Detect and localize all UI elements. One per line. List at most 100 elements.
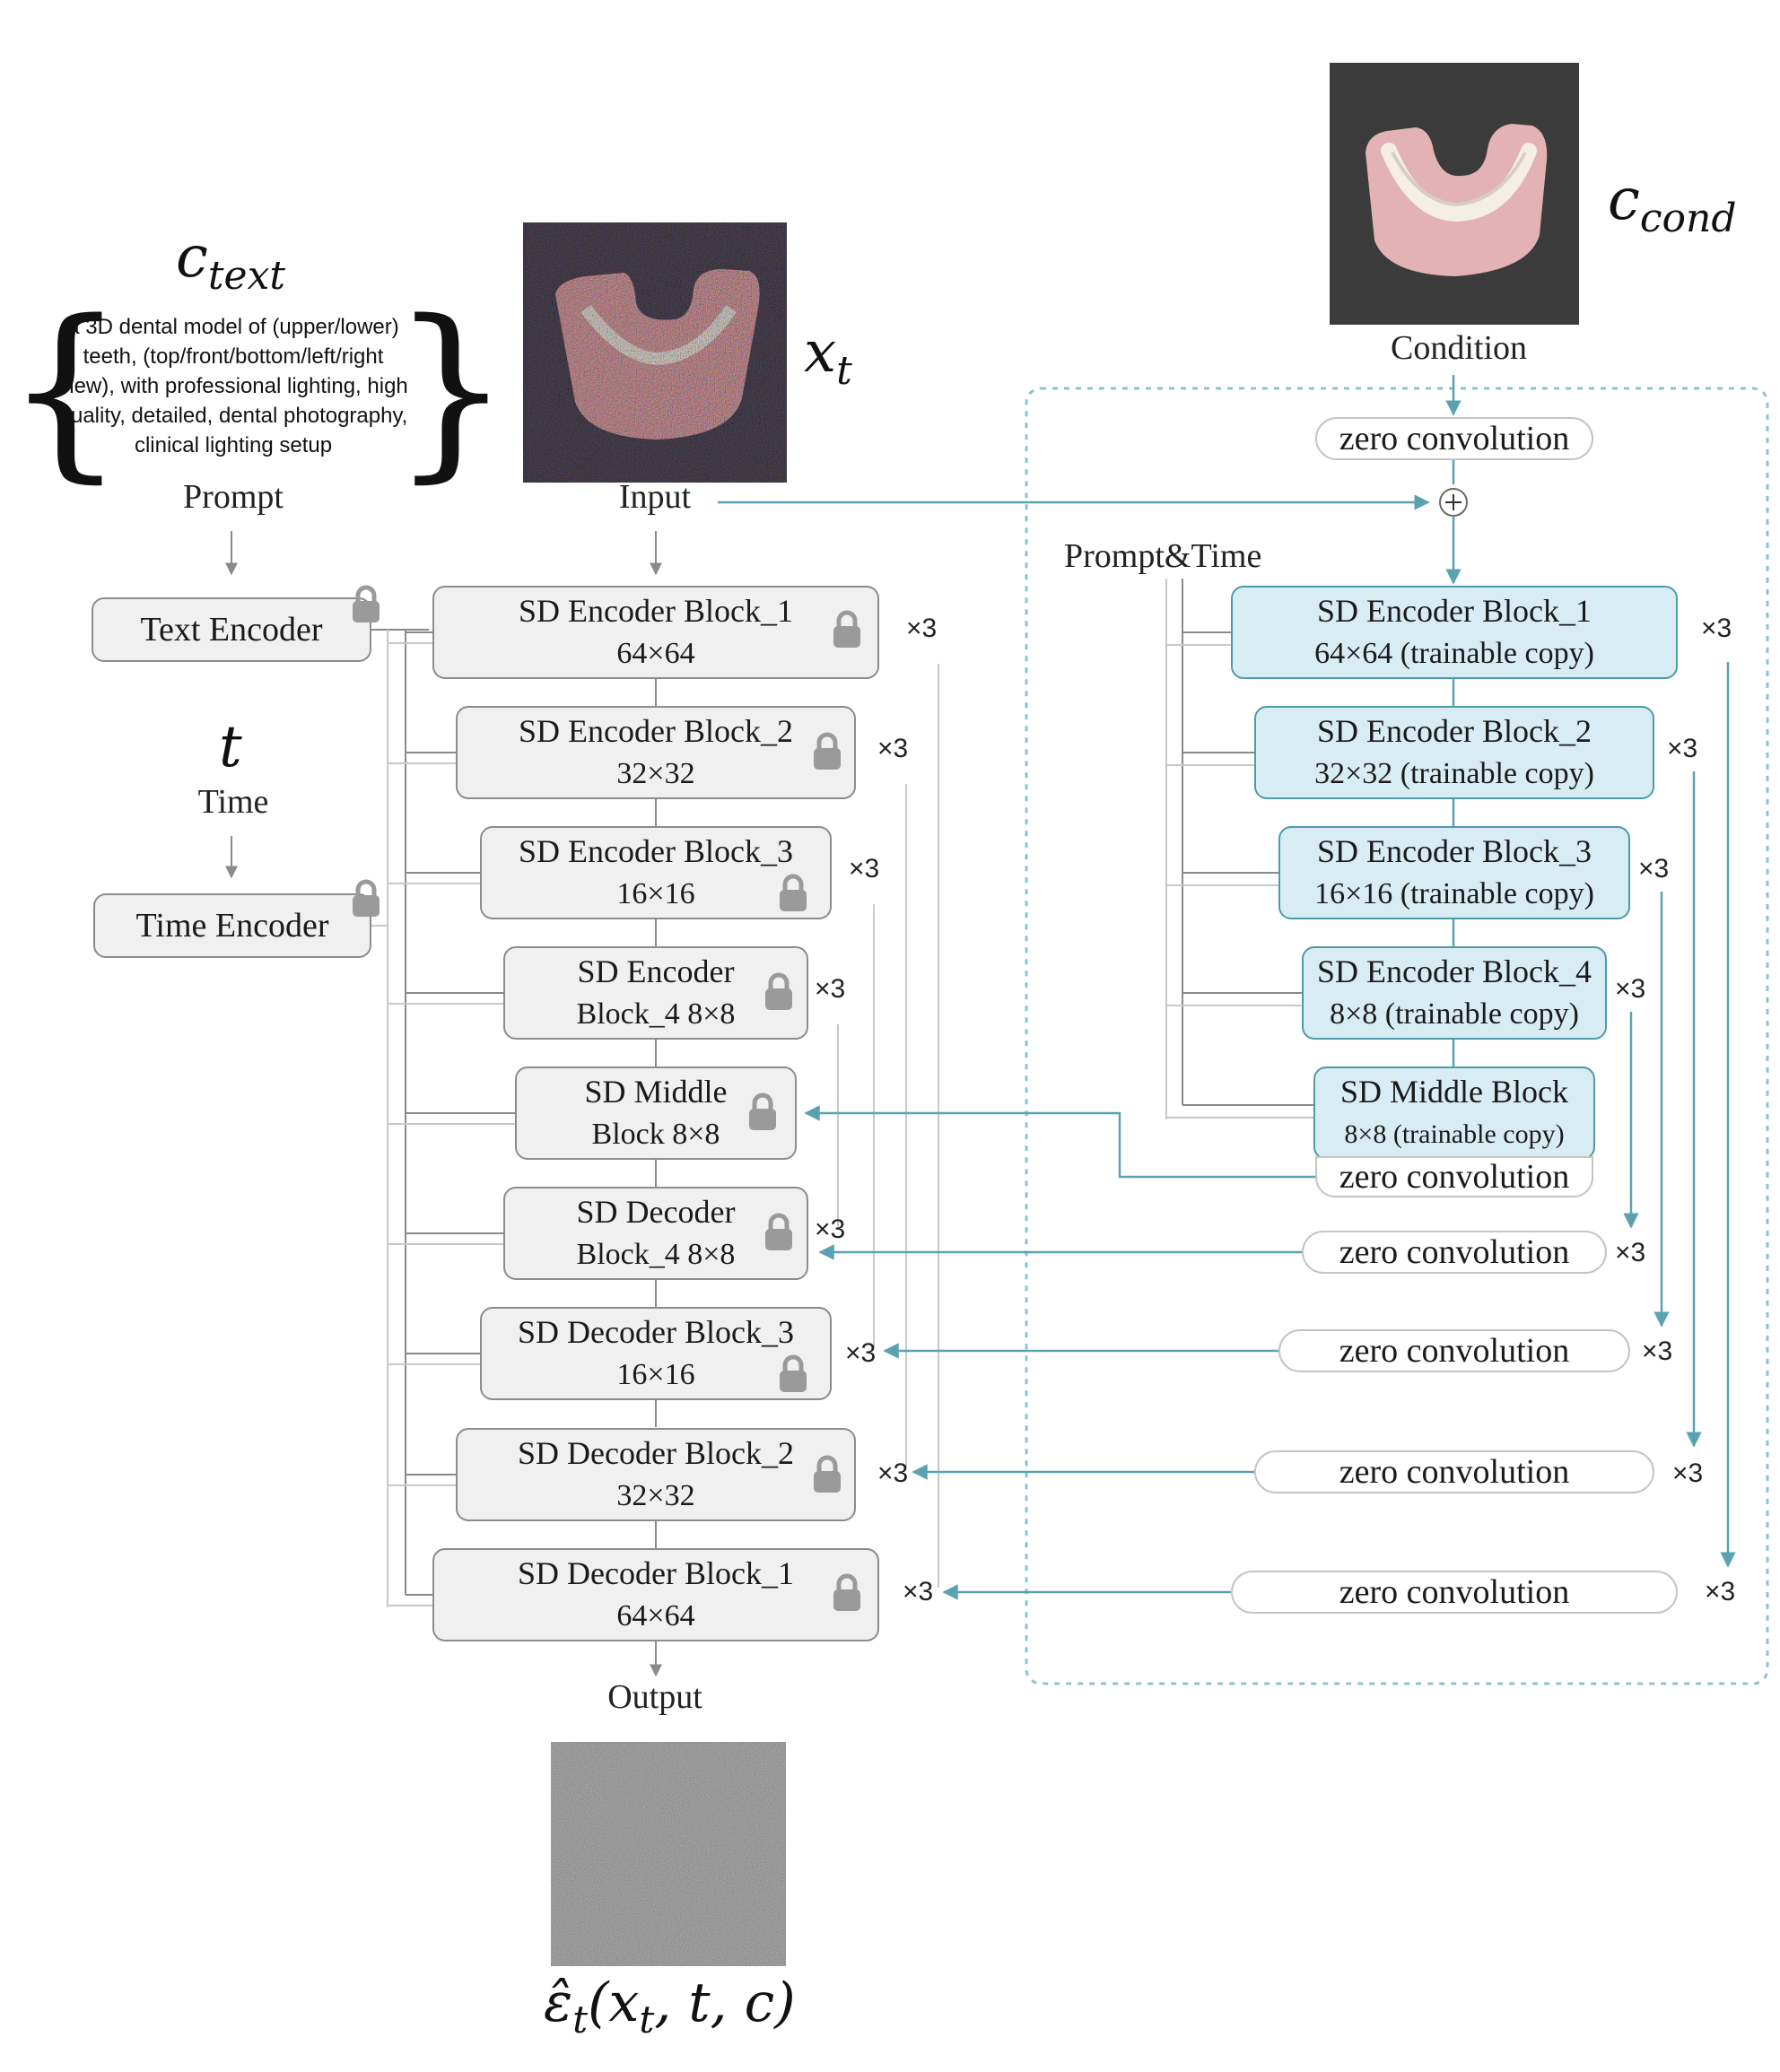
epsilon-sub: t	[572, 1998, 589, 2042]
condition-label: Condition	[1390, 329, 1528, 367]
lock-icon	[749, 1093, 776, 1130]
zero-convolution-block-4: zero convolution	[1302, 1231, 1607, 1274]
c-text-sub: text	[207, 252, 286, 299]
zero-convolution-label: zero convolution	[1339, 1573, 1570, 1611]
trainable-encoder-block-4: SD Encoder Block_4 8×8 (trainable copy)	[1302, 946, 1607, 1040]
multiplier-label: ×3	[1701, 614, 1732, 643]
multiplier-label: ×3	[1672, 1458, 1704, 1488]
prompt-right-brace: }	[391, 280, 511, 500]
trainable-encoder-block-3: SD Encoder Block_3 16×16 (trainable copy)	[1278, 826, 1630, 919]
output-args-sub: t	[639, 1998, 655, 2042]
input-label: Input	[618, 478, 692, 516]
block-title: SD Encoder	[577, 953, 735, 989]
block-title: SD Middle Block	[1339, 1074, 1568, 1110]
block-resolution: 64×64	[616, 637, 695, 670]
text-encoder-label: Text Encoder	[140, 611, 323, 649]
multiplier-label: ×3	[1615, 1238, 1646, 1267]
zero-convolution-block-3: zero convolution	[1278, 1329, 1630, 1372]
block-resolution: 16×16	[616, 877, 695, 910]
block-resolution: 32×32	[616, 757, 695, 790]
block-resolution: Block_4 8×8	[576, 997, 736, 1031]
block-resolution: 16×16 (trainable copy)	[1314, 877, 1594, 910]
x-t-main: x	[804, 319, 837, 386]
block-title: SD Decoder	[576, 1194, 736, 1230]
multiplier-label: ×3	[1642, 1336, 1673, 1366]
multiplier-label: ×3	[815, 974, 846, 1004]
block-title: SD Encoder Block_1	[519, 593, 793, 629]
prompt-label: Prompt	[183, 478, 284, 516]
sd-encoder-block-1: SD Encoder Block_1 64×64	[432, 586, 879, 679]
zero-convolution-label: zero convolution	[1339, 1332, 1570, 1370]
lock-icon	[780, 874, 807, 911]
block-title: SD Encoder Block_2	[1317, 713, 1592, 749]
zero-convolution-middle: zero convolution	[1315, 1156, 1593, 1197]
c-cond-main: c	[1608, 167, 1640, 233]
lock-icon	[833, 1573, 860, 1611]
lock-icon	[780, 1354, 807, 1392]
block-resolution: 64×64	[616, 1599, 695, 1632]
block-title: SD Decoder Block_1	[518, 1555, 794, 1591]
sd-encoder-block-3: SD Encoder Block_3 16×16	[480, 826, 832, 919]
multiplier-label: ×3	[877, 734, 909, 763]
multiplier-label: ×3	[1705, 1577, 1736, 1606]
block-resolution: 16×16	[616, 1358, 695, 1391]
lock-icon	[765, 1213, 792, 1250]
c-text-symbol: ctext	[176, 224, 285, 299]
t-symbol: t	[219, 714, 242, 780]
multiplier-label: ×3	[849, 854, 880, 884]
block-resolution: Block 8×8	[591, 1118, 720, 1151]
zero-convolution-label: zero convolution	[1339, 1158, 1570, 1196]
block-title: SD Encoder Block_2	[519, 713, 793, 749]
lock-icon	[814, 732, 841, 770]
output-noise-image	[551, 1742, 786, 1966]
multiplier-label: ×3	[906, 614, 938, 643]
zero-convolution-label: zero convolution	[1339, 420, 1570, 457]
noisy-input-image	[523, 222, 787, 483]
condition-image	[1330, 63, 1579, 325]
lock-icon	[833, 610, 860, 648]
multiplier-label: ×3	[903, 1577, 934, 1606]
sum-node	[1439, 488, 1468, 517]
multiplier-label: ×3	[815, 1214, 846, 1244]
time-encoder-label: Time Encoder	[135, 907, 329, 945]
block-resolution: 32×32 (trainable copy)	[1314, 757, 1594, 790]
multiplier-label: ×3	[1638, 854, 1670, 884]
output-args-open: (x	[588, 1972, 640, 2034]
block-resolution: 32×32	[616, 1479, 695, 1512]
lock-icon	[353, 879, 380, 917]
block-title: SD Encoder Block_3	[1317, 833, 1592, 869]
zero-convolution-label: zero convolution	[1339, 1233, 1570, 1271]
trainable-encoder-block-2: SD Encoder Block_2 32×32 (trainable copy)	[1254, 706, 1654, 799]
multiplier-label: ×3	[1667, 734, 1698, 763]
block-title: SD Encoder Block_3	[519, 833, 793, 869]
multiplier-label: ×3	[845, 1338, 877, 1368]
multiplier-label: ×3	[877, 1458, 909, 1488]
block-resolution: 8×8 (trainable copy)	[1330, 997, 1579, 1031]
c-text-main: c	[176, 224, 208, 291]
prompt-text: a 3D dental model of (upper/lower) teeth…	[58, 315, 408, 457]
output-label: Output	[607, 1678, 702, 1716]
sd-decoder-block-2: SD Decoder Block_2 32×32	[456, 1428, 856, 1521]
block-resolution: Block_4 8×8	[576, 1238, 736, 1271]
output-expression: ε̂t(xt, t, c)	[544, 1972, 796, 2042]
output-args-close: , t, c)	[654, 1972, 796, 2034]
middle-injection-arrow	[804, 1105, 1315, 1179]
block-title: SD Decoder Block_2	[518, 1435, 794, 1471]
zero-convolution-block-2: zero convolution	[1254, 1450, 1654, 1493]
lock-icon	[353, 585, 380, 622]
zero-convolution-label: zero convolution	[1339, 1453, 1570, 1491]
c-cond-sub: cond	[1639, 195, 1737, 241]
block-title: SD Middle	[584, 1074, 728, 1110]
text-encoder-block: Text Encoder	[92, 597, 371, 662]
sd-decoder-block-1: SD Decoder Block_1 64×64	[432, 1548, 879, 1641]
lock-icon	[765, 972, 792, 1010]
time-label: Time	[197, 783, 269, 821]
block-title: SD Encoder Block_4	[1317, 953, 1592, 989]
zero-convolution-input: zero convolution	[1315, 417, 1593, 460]
